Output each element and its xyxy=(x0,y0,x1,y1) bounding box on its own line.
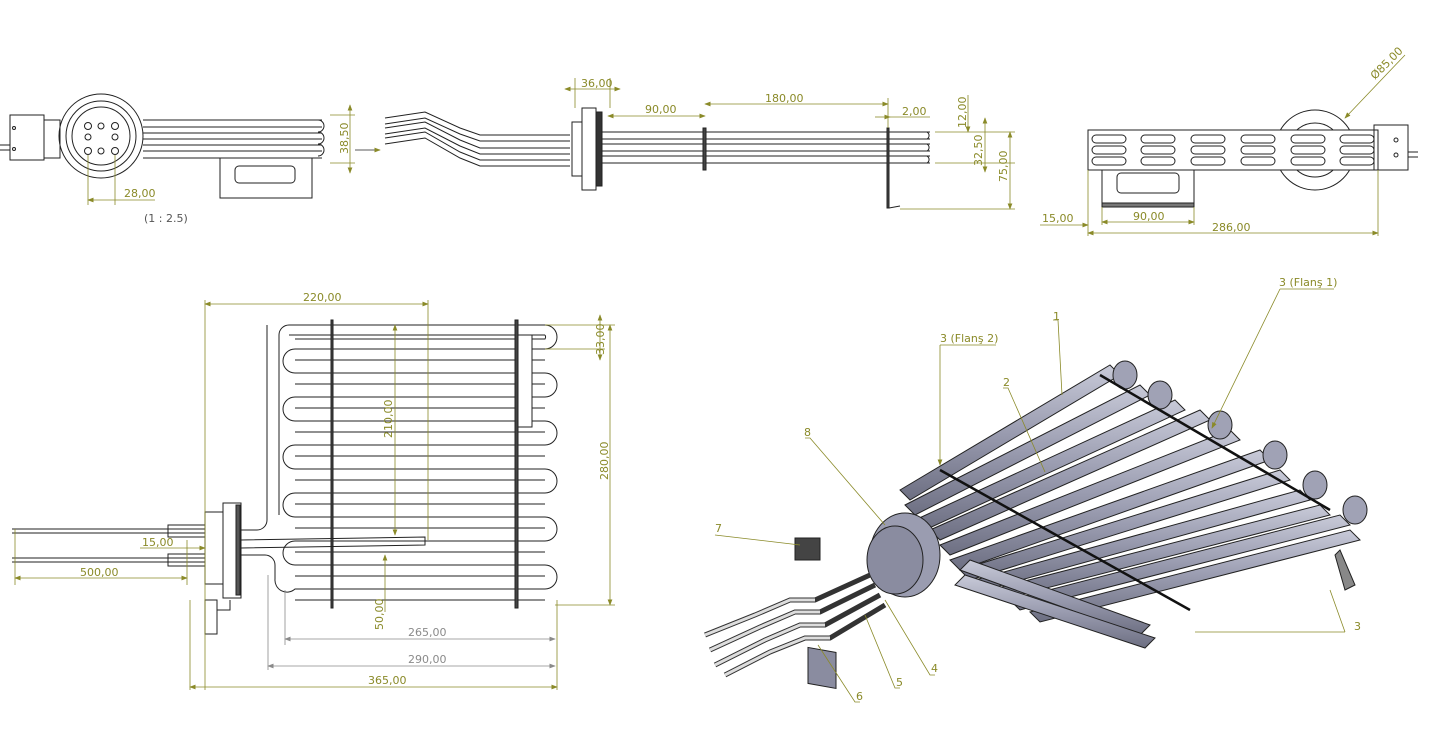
dim-inner-length: 265,00 xyxy=(408,626,447,639)
thermostat-bracket xyxy=(1373,124,1409,171)
dim-flange-width: 36,00 xyxy=(581,77,613,90)
end-view xyxy=(0,93,325,199)
dim-flange-offset: 15,00 xyxy=(142,536,174,549)
iso-tubes xyxy=(899,364,1361,649)
bottom-view-dims xyxy=(1040,54,1406,236)
iso-support-rods xyxy=(939,373,1331,612)
end-view-dims xyxy=(87,104,381,205)
dim-inner-height: 210,00 xyxy=(382,400,395,439)
dim-total-height: 75,00 xyxy=(997,151,1010,183)
scale-note: (1 : 2.5) xyxy=(144,212,188,225)
iso-leads xyxy=(704,572,887,678)
dim-to-first-support: 90,00 xyxy=(645,103,677,116)
support-plate-2 xyxy=(514,319,519,609)
dim-bend-pitch: 33,00 xyxy=(594,324,607,356)
iso-callouts: 1 2 3 (Flanş 2) 3 (Flanş 1) 3 4 5 6 7 8 xyxy=(715,276,1361,703)
side-view xyxy=(384,107,930,209)
dim-pitch: 28,00 xyxy=(124,187,156,200)
support-bracket xyxy=(219,157,313,199)
tube-slots xyxy=(1091,134,1375,166)
bottom-view xyxy=(1087,109,1418,208)
dim-top-offset: 12,00 xyxy=(956,97,969,129)
callout-4: 4 xyxy=(931,662,938,675)
dim-plate-thickness: 2,00 xyxy=(902,105,927,118)
callout-8: 8 xyxy=(804,426,811,439)
flange-top xyxy=(204,511,224,585)
dim-bracket-width: 90,00 xyxy=(1133,210,1165,223)
dim-total-height-top: 280,00 xyxy=(598,442,611,481)
callout-3: 3 xyxy=(1354,620,1361,633)
iso-thermostat-bracket xyxy=(807,646,837,689)
callout-2: 2 xyxy=(1003,376,1010,389)
dim-support-spacing: 180,00 xyxy=(765,92,804,105)
dim-overall-length: 365,00 xyxy=(368,674,407,687)
flange-side xyxy=(581,107,597,191)
iso-thermostat xyxy=(794,537,821,561)
dim-lead-length: 500,00 xyxy=(80,566,119,579)
callout-flange-2: 3 (Flanş 2) xyxy=(940,332,998,345)
terminal-pins xyxy=(84,122,119,155)
top-view xyxy=(12,319,558,635)
serpentine-tubes xyxy=(241,324,558,601)
iso-leaders xyxy=(714,288,1346,703)
dim-left-offset: 15,00 xyxy=(1042,212,1074,225)
callout-5: 5 xyxy=(896,676,903,689)
top-view-dims-grey xyxy=(267,575,556,670)
sensor-tube xyxy=(240,536,426,549)
callout-7: 7 xyxy=(715,522,722,535)
iso-foot-bracket xyxy=(1334,549,1356,591)
dim-total-length: 286,00 xyxy=(1212,221,1251,234)
top-view-dims xyxy=(14,300,615,690)
side-view-dims xyxy=(564,78,1015,210)
dim-height: 38,50 xyxy=(338,123,351,155)
dim-tube-pitch: 32,50 xyxy=(972,135,985,167)
callout-1: 1 xyxy=(1053,310,1060,323)
dim-lower-offset: 50,00 xyxy=(373,599,386,631)
support-plate-1 xyxy=(330,319,334,609)
dim-diameter: Ø85,00 xyxy=(1368,45,1406,83)
isometric-view xyxy=(704,360,1368,689)
thermostat-box xyxy=(9,114,45,161)
callout-flange-1: 3 (Flanş 1) xyxy=(1279,276,1337,289)
callout-6: 6 xyxy=(856,690,863,703)
flange-outer xyxy=(58,93,144,179)
dim-bend-length: 290,00 xyxy=(408,653,447,666)
thermostat xyxy=(204,599,218,635)
dim-width-top: 220,00 xyxy=(303,291,342,304)
